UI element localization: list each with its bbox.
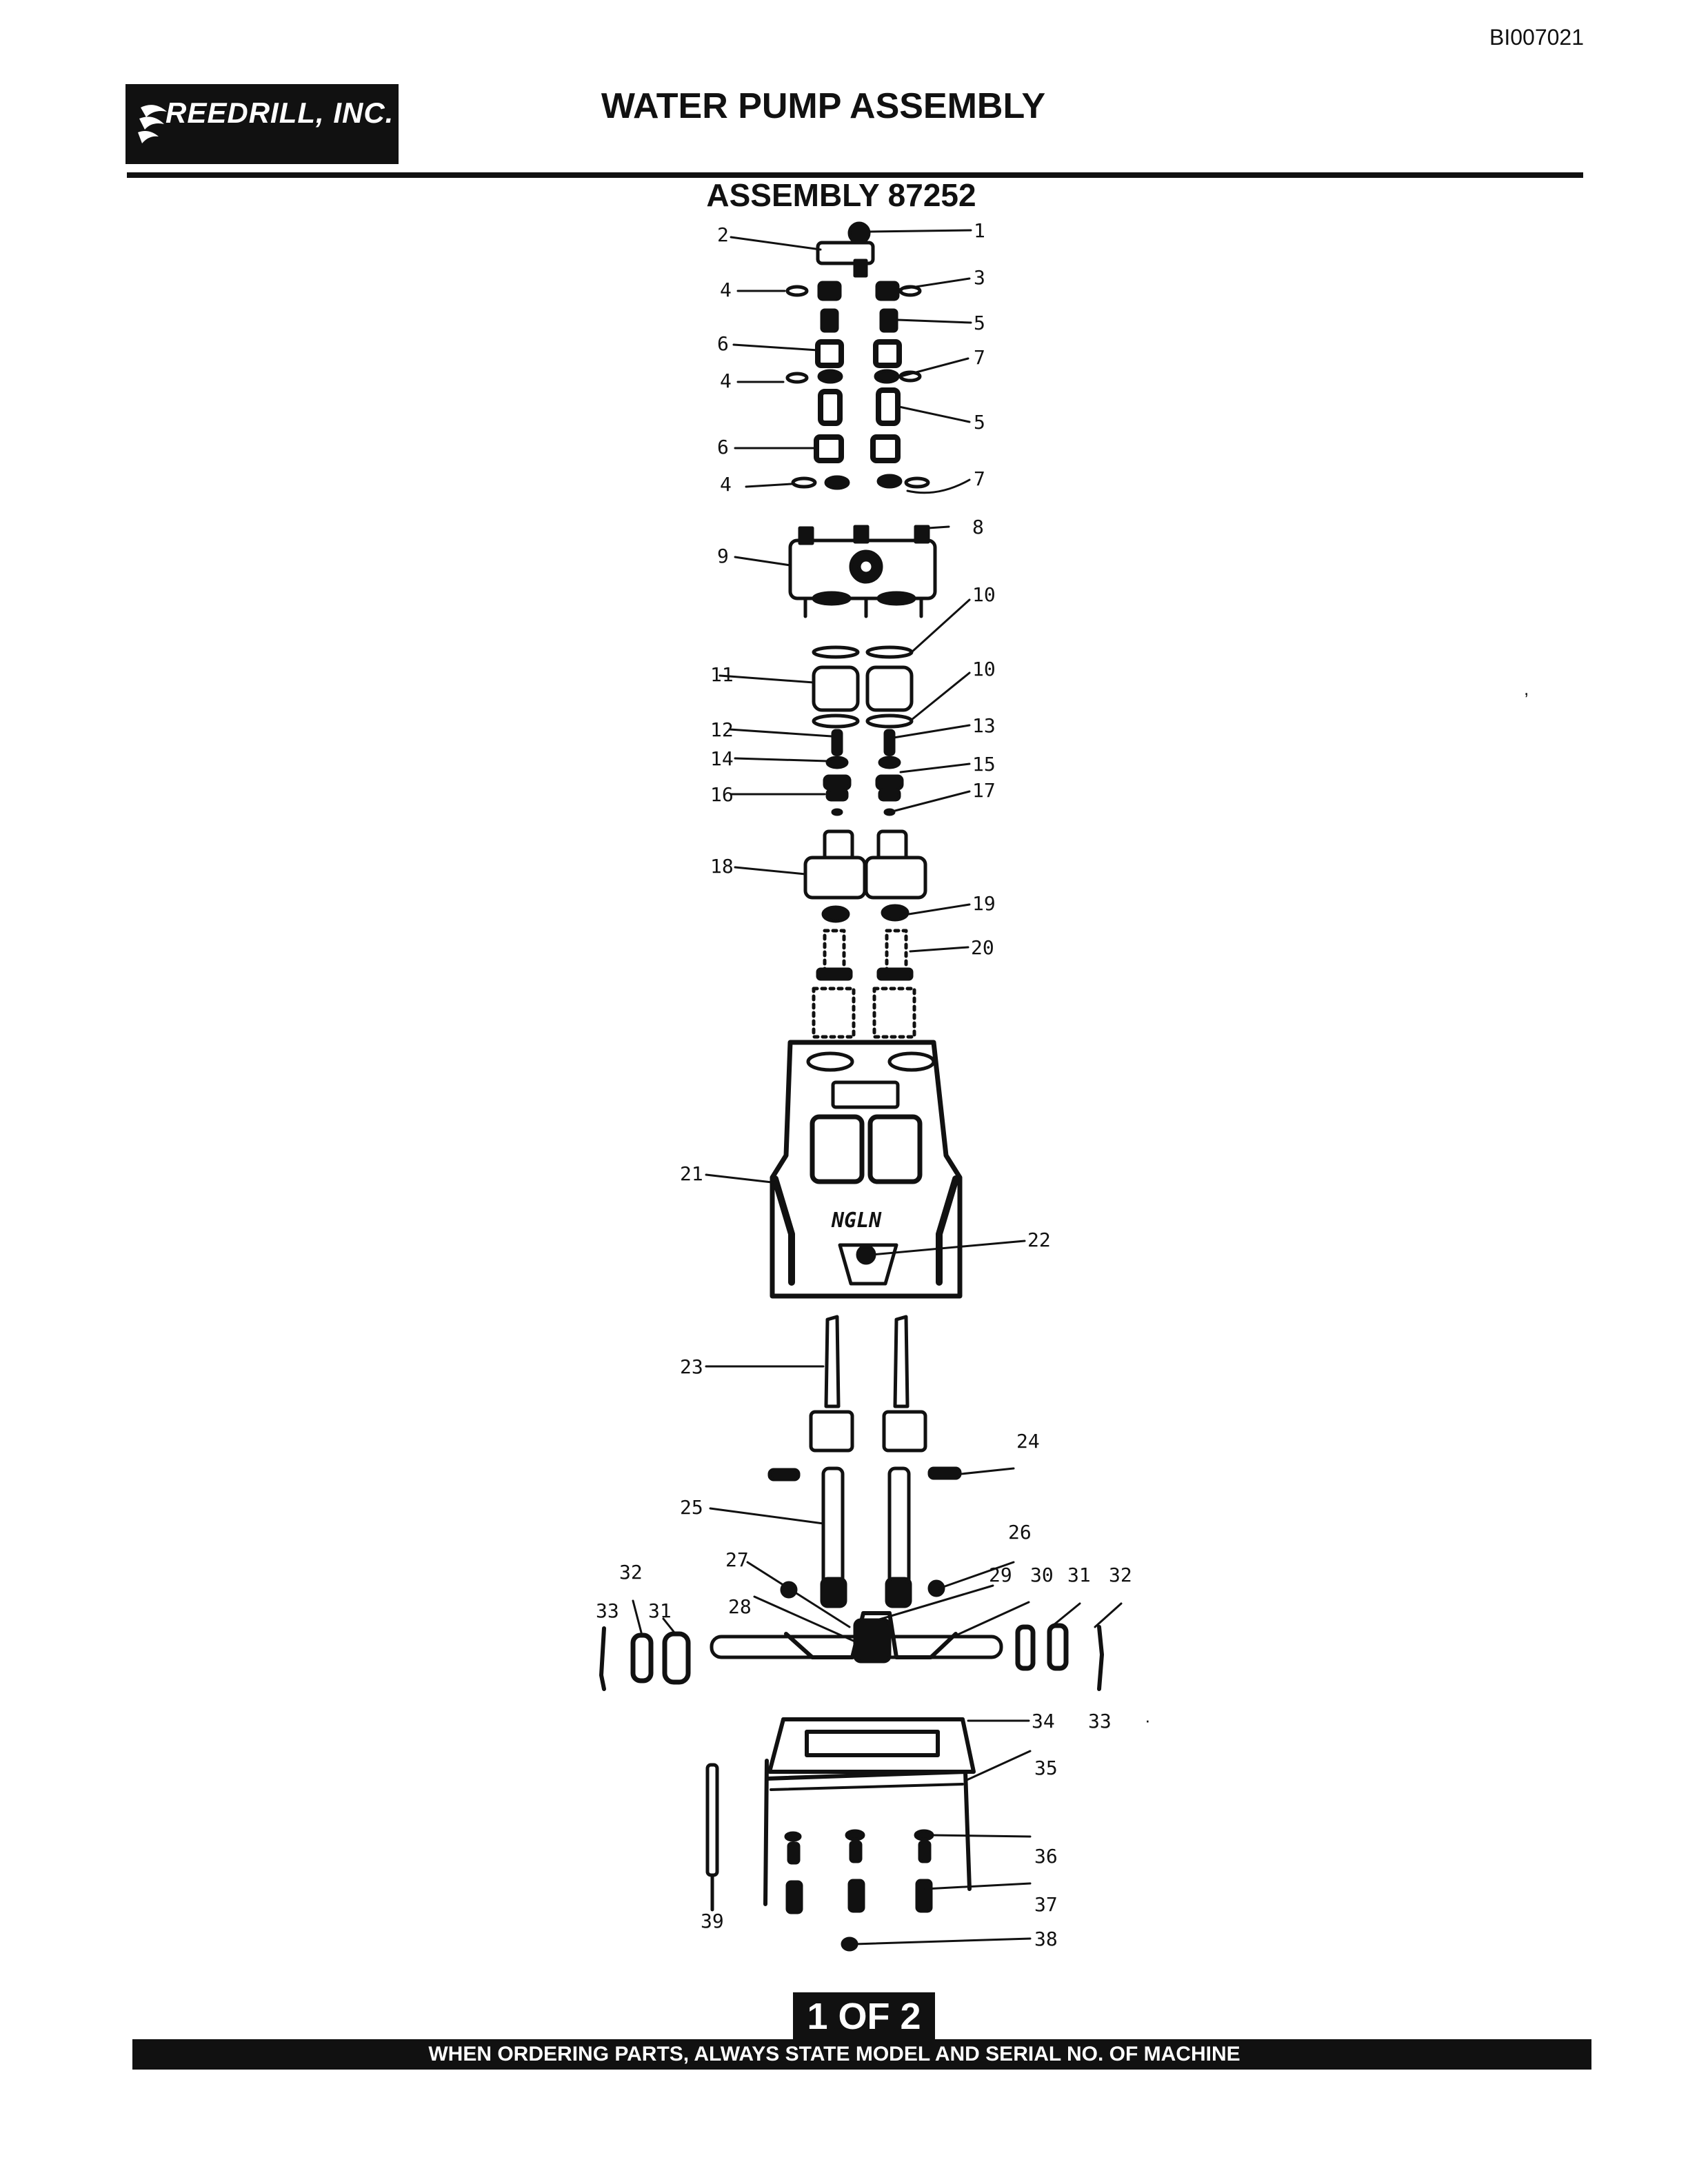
plunger-seals: [823, 729, 904, 816]
callout-7: 7: [974, 346, 985, 369]
callout-16: 16: [710, 783, 734, 806]
part-26-27-nuts: [780, 1579, 945, 1599]
callout-26: 26: [1008, 1521, 1032, 1544]
footer-note: WHEN ORDERING PARTS, ALWAYS STATE MODEL …: [132, 2039, 1591, 2070]
callout-19: 19: [972, 892, 996, 915]
callout-35: 35: [1034, 1757, 1058, 1779]
callout-10b: 10: [972, 658, 996, 680]
callout-38: 38: [1034, 1928, 1058, 1950]
callout-20: 20: [971, 936, 994, 959]
part-11-cylinders: [812, 645, 914, 729]
callout-33b: 33: [1088, 1710, 1112, 1732]
part-25-connecting-rods: [820, 1466, 912, 1608]
callout-1: 1: [974, 219, 985, 242]
callout-4: 4: [720, 279, 732, 301]
callout-21: 21: [680, 1162, 703, 1185]
assembly-number: ASSEMBLY 87252: [706, 177, 976, 213]
callout-24: 24: [1016, 1430, 1040, 1453]
callout-31: 31: [1067, 1564, 1091, 1586]
plunger-flanges: [816, 967, 914, 981]
callout-23: 23: [680, 1355, 703, 1378]
part-21-housing: [770, 1040, 963, 1299]
valve-stack: [785, 281, 930, 490]
part-23-rods: [809, 1315, 927, 1453]
callout-10: 10: [972, 583, 996, 606]
header-rule: [127, 172, 1583, 178]
callout-37: 37: [1034, 1893, 1058, 1916]
callout-28: 28: [728, 1595, 752, 1618]
callout-12: 12: [710, 718, 734, 741]
exploded-parts-diagram: NGLN: [596, 219, 1132, 1952]
part-31-33-left-bearings: [599, 1626, 691, 1691]
callout-39: 39: [701, 1910, 724, 1932]
callout-17: 17: [972, 779, 996, 802]
leader-lines: [632, 229, 1123, 1945]
callout-32b: 32: [619, 1561, 643, 1584]
part-28-30-crankshaft: [710, 1611, 1003, 1664]
callout-18: 18: [710, 855, 734, 878]
callout-34: 34: [1032, 1710, 1055, 1732]
callout-31b: 31: [648, 1599, 672, 1622]
callout-4c: 4: [720, 473, 732, 496]
callout-32: 32: [1109, 1564, 1132, 1586]
callout-numbers: 1 2 3 4 5 6 7 4 5 6 4 7 8 9 10 11 10 12 …: [596, 219, 1132, 1950]
callout-8: 8: [972, 516, 984, 538]
callout-36: 36: [1034, 1845, 1058, 1868]
housing-stamp: NGLN: [831, 1209, 882, 1233]
callout-11: 11: [710, 663, 734, 686]
document-id: BI007021: [1489, 25, 1585, 50]
page-title: WATER PUMP ASSEMBLY: [601, 86, 1046, 126]
callout-6: 6: [717, 332, 729, 355]
stray-mark: ·: [1145, 1710, 1151, 1730]
callout-27: 27: [725, 1548, 749, 1571]
part-35-base: [763, 1759, 972, 1906]
callout-14: 14: [710, 747, 734, 770]
callout-7b: 7: [974, 467, 985, 490]
part-24-pins: [767, 1466, 962, 1482]
part-20-plungers: [812, 929, 916, 1039]
callout-13: 13: [972, 714, 996, 737]
part-18-plunger-housings: [803, 829, 927, 923]
callout-5: 5: [974, 312, 985, 334]
stray-mark: ,: [1524, 678, 1529, 699]
company-logo: REEDRILL, INC.: [125, 84, 399, 164]
callout-29: 29: [989, 1564, 1012, 1586]
callout-5b: 5: [974, 411, 985, 434]
callout-15: 15: [972, 753, 996, 776]
callout-9: 9: [717, 545, 729, 567]
callout-2: 2: [717, 223, 729, 246]
callout-6b: 6: [717, 436, 729, 458]
callout-22: 22: [1027, 1228, 1051, 1251]
page-indicator: 1 OF 2: [793, 1992, 935, 2041]
callout-30: 30: [1030, 1564, 1054, 1586]
callout-25: 25: [680, 1496, 703, 1519]
callout-3: 3: [974, 266, 985, 289]
part-9-valve-body: [788, 525, 937, 618]
callout-4b: 4: [720, 370, 732, 392]
part-39-bolt: [705, 1763, 719, 1912]
part-34-gasket: [767, 1717, 976, 1774]
part-36-38-fasteners: [784, 1829, 934, 1952]
callout-33: 33: [596, 1599, 619, 1622]
part-30-33-right-bearings: [1015, 1623, 1104, 1691]
company-name: REEDRILL, INC.: [165, 97, 394, 129]
drill-bit-icon: [138, 105, 167, 143]
part-1-2-cap: [816, 221, 875, 278]
